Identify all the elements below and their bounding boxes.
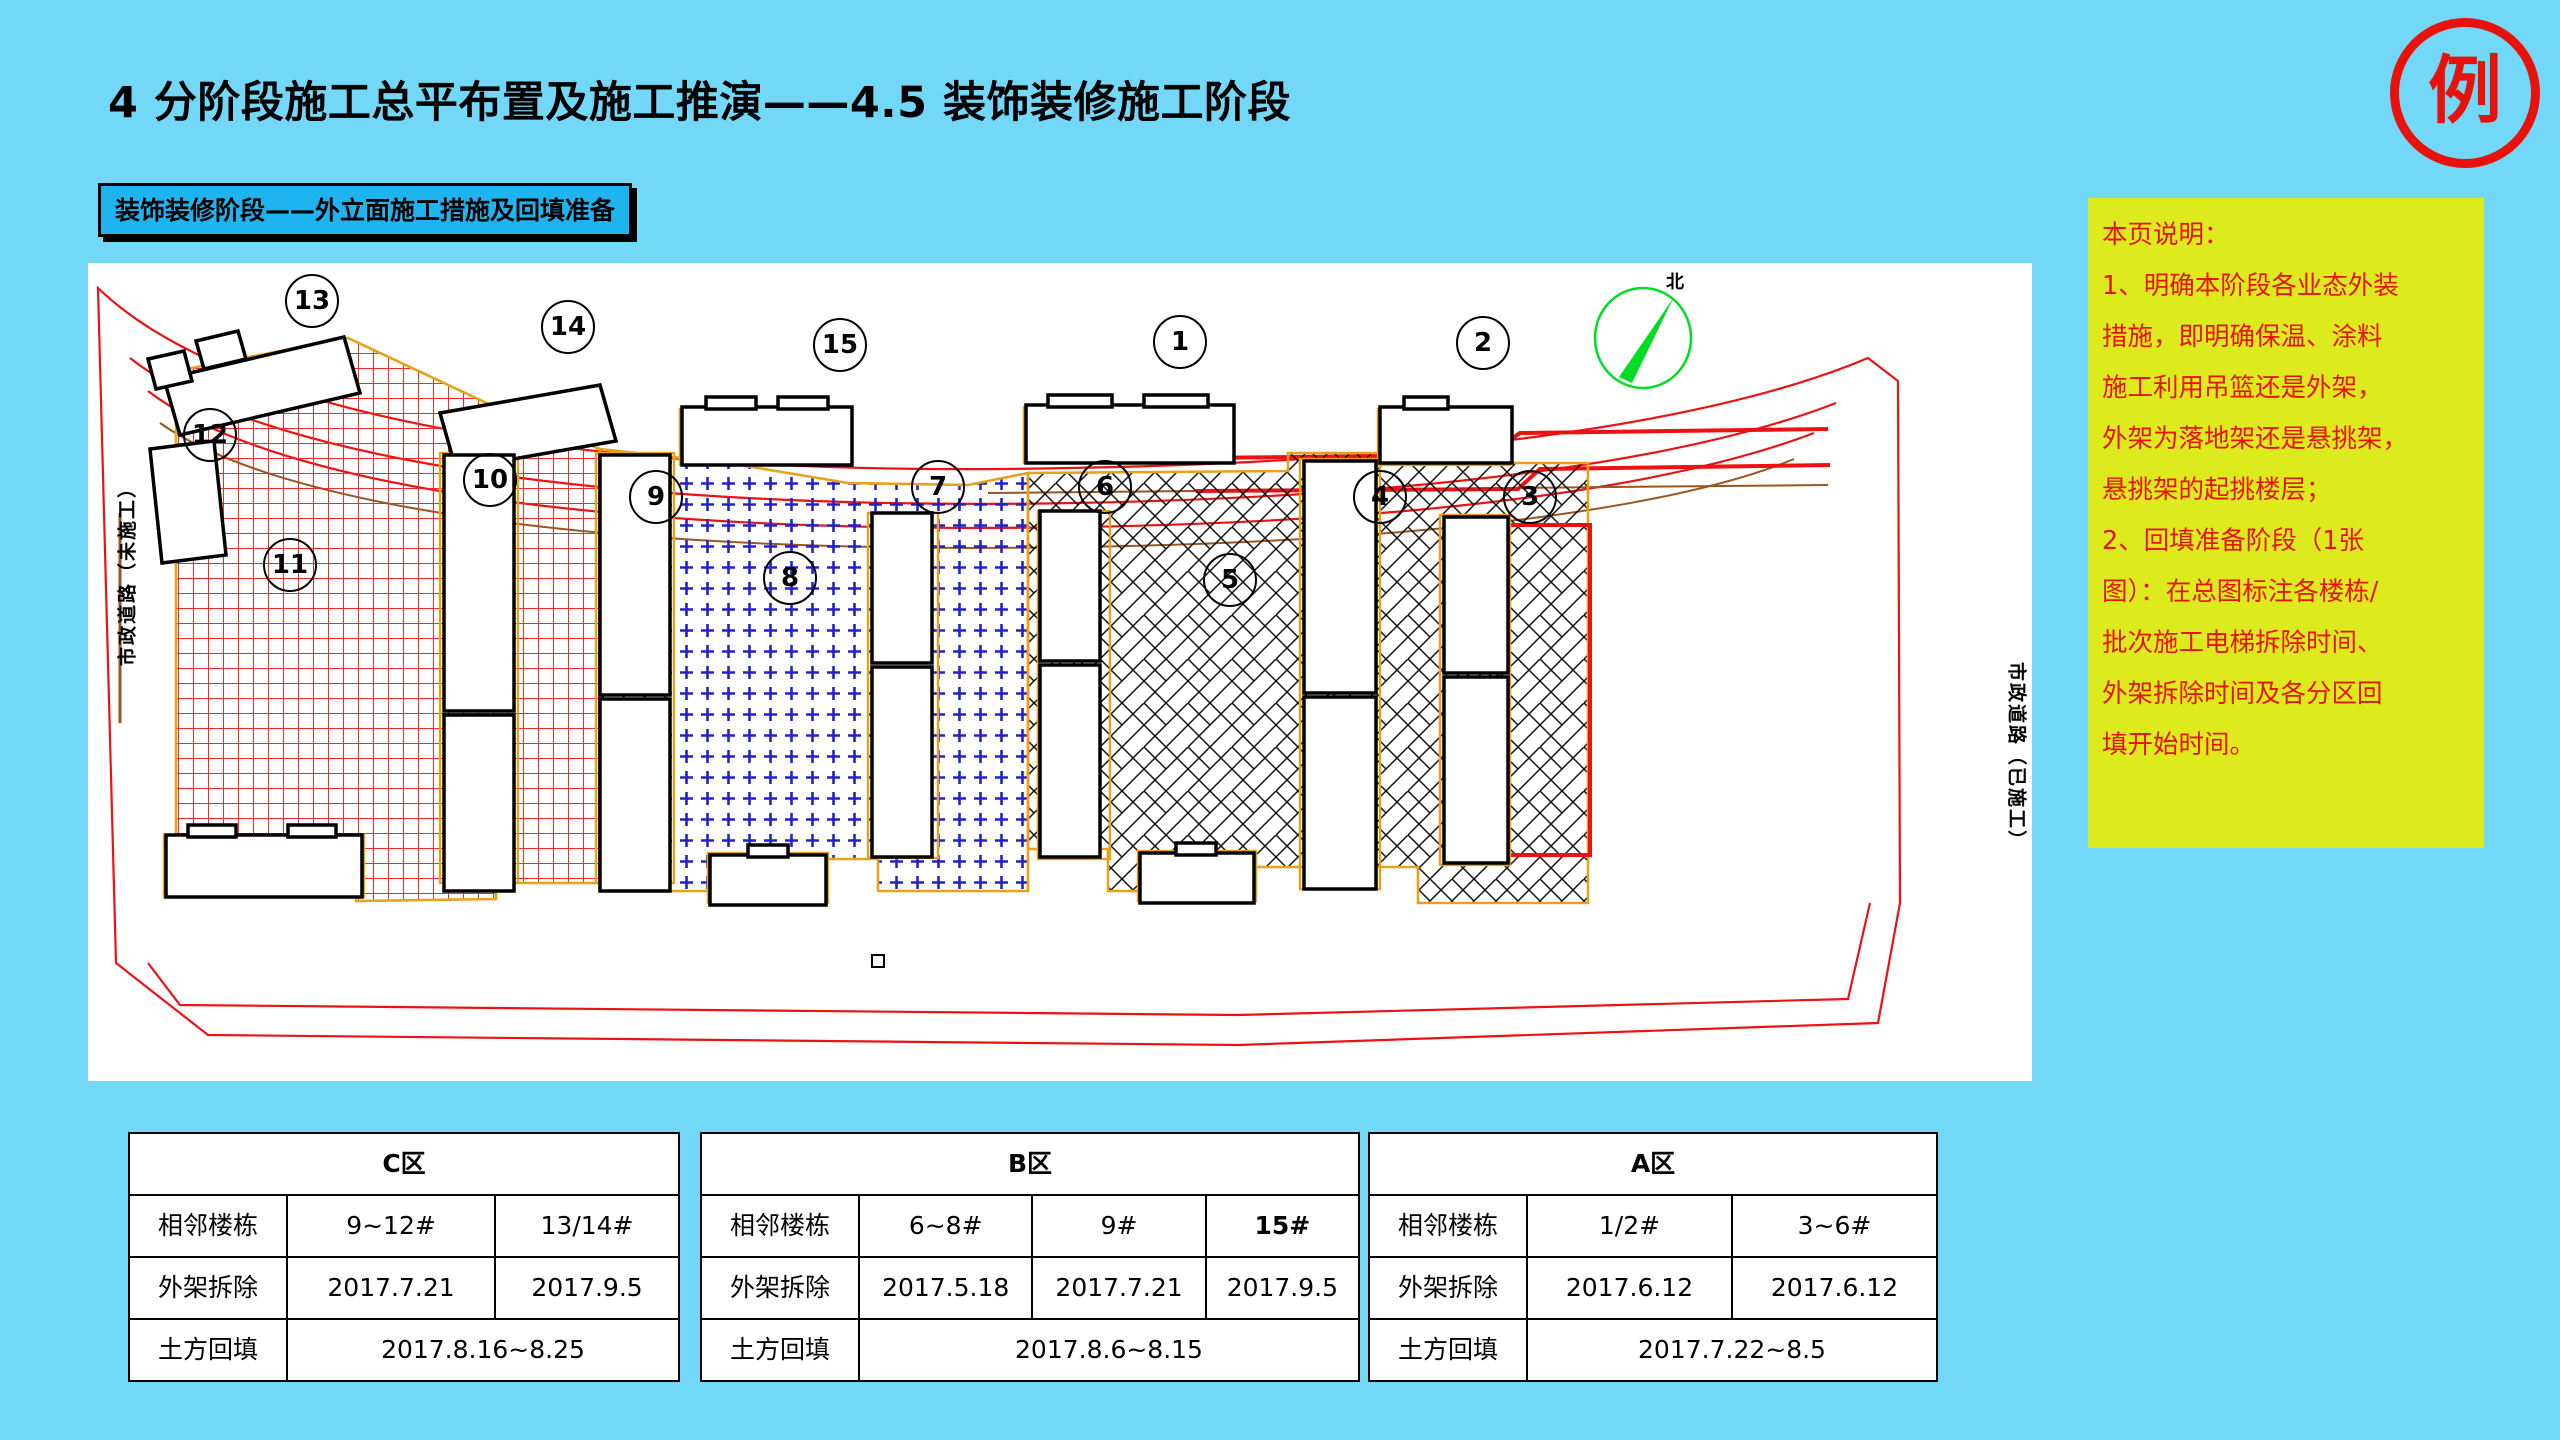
table-cell: 2017.9.5: [494, 1256, 680, 1320]
table-cell: 13/14#: [494, 1194, 680, 1258]
building-marker-15: 15: [813, 318, 867, 372]
table-cell: 2017.9.5: [1204, 1256, 1361, 1320]
building-marker-9: 9: [629, 470, 683, 524]
note-line: 措施，即明确保温、涂料: [2102, 322, 2383, 352]
building-marker-6: 6: [1078, 460, 1132, 514]
section-subtitle-box: 装饰装修阶段——外立面施工措施及回填准备: [98, 183, 633, 237]
page-note-box: 本页说明： 1、明确本阶段各业态外装 措施，即明确保温、涂料 施工利用吊篮还是外…: [2088, 198, 2484, 848]
note-line: 填开始时间。: [2102, 730, 2256, 760]
table-row-label: 外架拆除: [128, 1256, 288, 1320]
building-marker-13: 13: [285, 274, 339, 328]
table-row-label: 土方回填: [128, 1318, 288, 1382]
table-row-label: 土方回填: [700, 1318, 860, 1382]
table-header-row: A区: [1368, 1132, 1938, 1196]
zone-table-title: C区: [128, 1132, 680, 1196]
road-label-west: 市政道路（未施工）: [116, 477, 139, 667]
page-title: 4 分阶段施工总平布置及施工推演——4.5 装饰装修施工阶段: [108, 78, 1292, 128]
north-label: 北: [1666, 272, 1684, 293]
table-cell: 3~6#: [1731, 1194, 1938, 1258]
note-line: 批次施工电梯拆除时间、: [2102, 628, 2383, 658]
table-row-label: 相邻楼栋: [128, 1194, 288, 1258]
building-marker-7: 7: [911, 460, 965, 514]
table-cell: 1/2#: [1526, 1194, 1733, 1258]
table-row-label: 相邻楼栋: [1368, 1194, 1528, 1258]
building-marker-5: 5: [1203, 553, 1257, 607]
building-marker-14: 14: [541, 300, 595, 354]
section-subtitle-label: 装饰装修阶段——外立面施工措施及回填准备: [115, 196, 616, 225]
north-arrow-icon: [1593, 286, 1693, 390]
table-cell: 2017.7.21: [285, 1256, 497, 1320]
table-cell: 2017.7.22~8.5: [1526, 1318, 1938, 1382]
building-marker-1: 1: [1153, 315, 1207, 369]
note-line: 1、明确本阶段各业态外装: [2102, 271, 2399, 301]
table-cell: 2017.6.12: [1526, 1256, 1733, 1320]
building-marker-8: 8: [763, 551, 817, 605]
note-line: 2、回填准备阶段（1张: [2102, 526, 2364, 556]
table-cell: 2017.5.18: [857, 1256, 1034, 1320]
building-marker-10: 10: [463, 453, 517, 507]
example-stamp-label: 例: [2428, 48, 2502, 134]
table-cell: 2017.8.16~8.25: [286, 1318, 680, 1382]
table-row-label: 相邻楼栋: [700, 1194, 860, 1258]
building-footprints: [145, 328, 1514, 907]
note-line: 施工利用吊篮还是外架，: [2102, 373, 2383, 403]
table-header-row: C区: [128, 1132, 680, 1196]
table-row-label: 外架拆除: [700, 1256, 860, 1320]
building-marker-4: 4: [1353, 470, 1407, 524]
building-marker-2: 2: [1456, 316, 1510, 370]
table-header-row: B区: [700, 1132, 1360, 1196]
table-cell: 9~12#: [285, 1194, 497, 1258]
building-marker-12: 12: [183, 408, 237, 462]
building-marker-11: 11: [263, 538, 317, 592]
table-row-label: 土方回填: [1368, 1318, 1528, 1382]
table-cell: 9#: [1031, 1194, 1207, 1258]
table-cell: 15#: [1204, 1194, 1361, 1258]
plan-bottom-marker: [871, 954, 885, 968]
table-cell: 2017.6.12: [1731, 1256, 1938, 1320]
table-row-label: 外架拆除: [1368, 1256, 1528, 1320]
table-cell: 6~8#: [857, 1194, 1034, 1258]
note-line: 外架为落地架还是悬挑架，: [2102, 424, 2409, 454]
example-stamp: 例: [2390, 18, 2540, 168]
note-line: 图）：在总图标注各楼栋/: [2102, 577, 2379, 607]
zone-table-title: A区: [1368, 1132, 1938, 1196]
note-heading: 本页说明：: [2102, 220, 2230, 250]
building-marker-3: 3: [1503, 470, 1557, 524]
note-line: 悬挑架的起挑楼层；: [2102, 475, 2332, 505]
note-line: 外架拆除时间及各分区回: [2102, 679, 2383, 709]
table-cell: 2017.7.21: [1031, 1256, 1207, 1320]
zone-table-title: B区: [700, 1132, 1360, 1196]
road-label-east: 市政道路（已施工）: [2005, 661, 2028, 851]
table-cell: 2017.8.6~8.15: [858, 1318, 1360, 1382]
site-plan-svg: [96, 285, 1902, 1047]
